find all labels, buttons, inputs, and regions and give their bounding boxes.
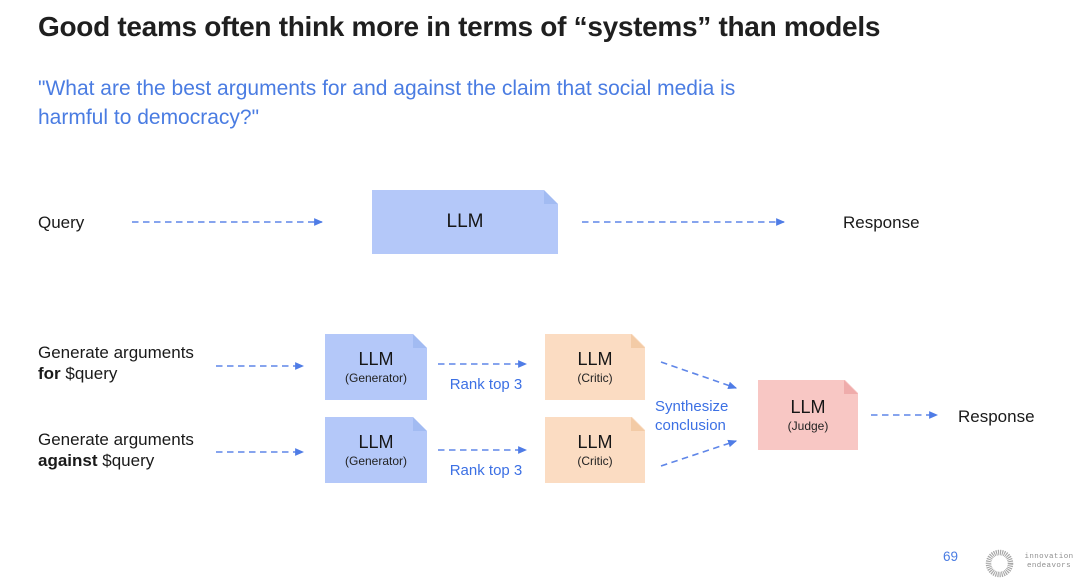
judge-box: LLM (Judge) [758, 380, 858, 450]
folded-corner-icon [413, 417, 427, 431]
folded-corner-icon [631, 334, 645, 348]
critic-to-judge-arrow-top [660, 361, 738, 390]
response-label-top: Response [843, 213, 920, 232]
critic-to-judge-arrow-bottom [660, 439, 738, 467]
branch-against-label: Generate arguments against $query [38, 430, 194, 470]
llm-box-label: LLM [446, 211, 484, 232]
query-label: Query [38, 213, 85, 232]
query-quote: "What are the best arguments for and aga… [38, 74, 735, 132]
rank-top3-label-bottom: Rank top 3 [449, 462, 523, 479]
innovation-endeavors-logo-icon [985, 549, 1014, 578]
generator-top-box: LLM (Generator) [325, 334, 427, 400]
page-number: 69 [943, 549, 959, 564]
llm-box: LLM [372, 190, 558, 254]
rank-top3-label-top: Rank top 3 [449, 376, 523, 393]
quote-line-1: "What are the best arguments for and aga… [38, 77, 736, 100]
innovation-endeavors-logo-text: innovation endeavors [1024, 553, 1074, 570]
response-label-bottom: Response [958, 407, 1035, 426]
quote-line-2: harmful to democracy?" [38, 106, 260, 129]
branch-for-label: Generate arguments for $query [38, 343, 194, 383]
folded-corner-icon [631, 417, 645, 431]
folded-corner-icon [544, 190, 558, 204]
critic-top-box: LLM (Critic) [545, 334, 645, 400]
critic-bottom-box: LLM (Critic) [545, 417, 645, 483]
generator-bottom-box: LLM (Generator) [325, 417, 427, 483]
page-title: Good teams often think more in terms of … [38, 11, 881, 42]
folded-corner-icon [413, 334, 427, 348]
folded-corner-icon [844, 380, 858, 394]
synthesize-label: Synthesize conclusion [655, 398, 729, 434]
